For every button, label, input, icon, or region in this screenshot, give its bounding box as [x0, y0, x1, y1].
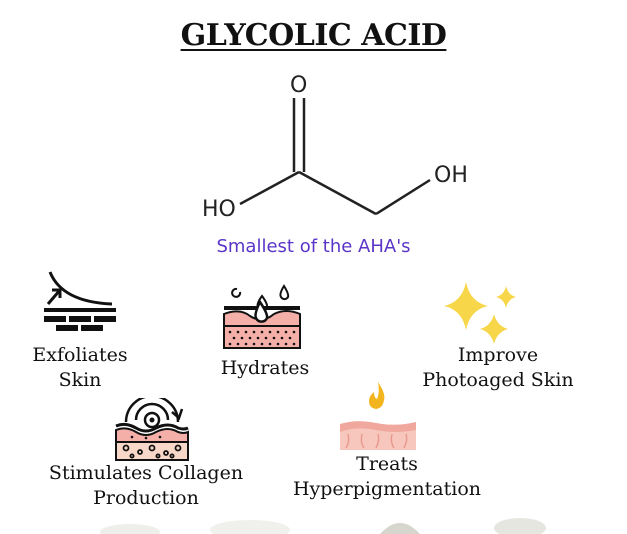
page-title: GLYCOLIC ACID [0, 18, 627, 53]
collagen-skin-icon [115, 398, 189, 461]
benefit-hydrates-line1: Hydrates [220, 357, 310, 379]
benefit-treats-line2: Hyperpigmentation [292, 478, 482, 500]
benefit-collagen-line1: Stimulates Collagen [48, 462, 244, 484]
benefit-collagen-line2: Production [93, 487, 199, 509]
subtitle: Smallest of the AHA's [216, 236, 411, 257]
exfoliation-icon [44, 271, 116, 331]
benefit-improve-line1: Improve [457, 344, 539, 366]
benefit-treats-line1: Treats [356, 453, 418, 475]
benefit-stimulates-collagen: Stimulates Collagen Production [30, 461, 262, 511]
carbon-hydroxyl-bond [375, 178, 431, 216]
pigmented-skin-icon [340, 382, 416, 450]
benefit-improve-photoaged: Improve Photoaged Skin [400, 343, 596, 393]
benefit-exfoliates: Exfoliates Skin [10, 343, 150, 393]
atom-o-label: O [290, 73, 307, 98]
page-title-text: GLYCOLIC ACID [180, 18, 447, 53]
atom-oh-label: OH [434, 163, 468, 188]
glycolic-acid-structure: O HO OH [202, 73, 468, 222]
benefit-treats-hyperpigmentation: Treats Hyperpigmentation [280, 452, 494, 502]
hydration-skin-icon [223, 284, 301, 349]
benefit-hydrates: Hydrates [190, 356, 340, 381]
decorative-bottom-image [100, 518, 546, 534]
atom-ho-label: HO [202, 197, 236, 222]
benefit-exfoliates-line2: Skin [58, 369, 102, 391]
flame-icon [369, 382, 385, 409]
hydroxyl-carbon-bond [239, 170, 300, 206]
benefit-improve-line2: Photoaged Skin [422, 369, 574, 391]
sparkles-icon [444, 282, 516, 344]
benefit-exfoliates-line1: Exfoliates [32, 344, 128, 366]
carbon-carbon-bond [298, 170, 377, 216]
